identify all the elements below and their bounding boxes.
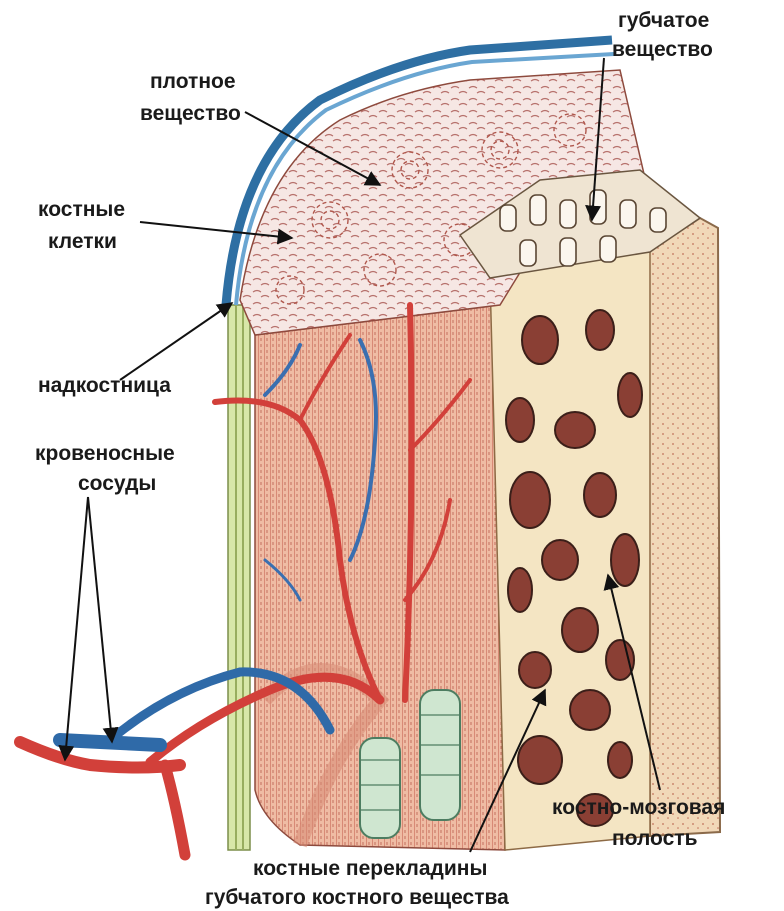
label-compact-line2: вещество: [140, 102, 241, 125]
label-trabeculae-line1: костные перекладины: [253, 857, 487, 880]
arrow-vessels-a: [65, 497, 88, 760]
label-marrow-line1: костно-мозговая: [552, 796, 725, 819]
label-cells-line2: клетки: [48, 230, 117, 253]
label-spongy-line2: вещество: [612, 38, 713, 61]
label-marrow-line2: полость: [612, 827, 698, 850]
label-trabeculae-line2: губчатого костного вещества: [205, 886, 509, 909]
arrow-vessels-b: [88, 497, 112, 742]
label-periosteum: надкостница: [38, 374, 171, 397]
bone-side-face: [648, 218, 720, 836]
label-spongy-line1: губчатое: [618, 9, 709, 32]
arrow-periosteum: [120, 303, 232, 380]
periosteum-layer: [228, 305, 250, 850]
label-vessels-line1: кровеносные: [35, 442, 175, 465]
spongy-bone-block: [490, 250, 650, 850]
label-vessels-line2: сосуды: [78, 472, 156, 495]
label-cells-line1: костные: [38, 198, 125, 221]
label-compact-line1: плотное: [150, 70, 236, 93]
